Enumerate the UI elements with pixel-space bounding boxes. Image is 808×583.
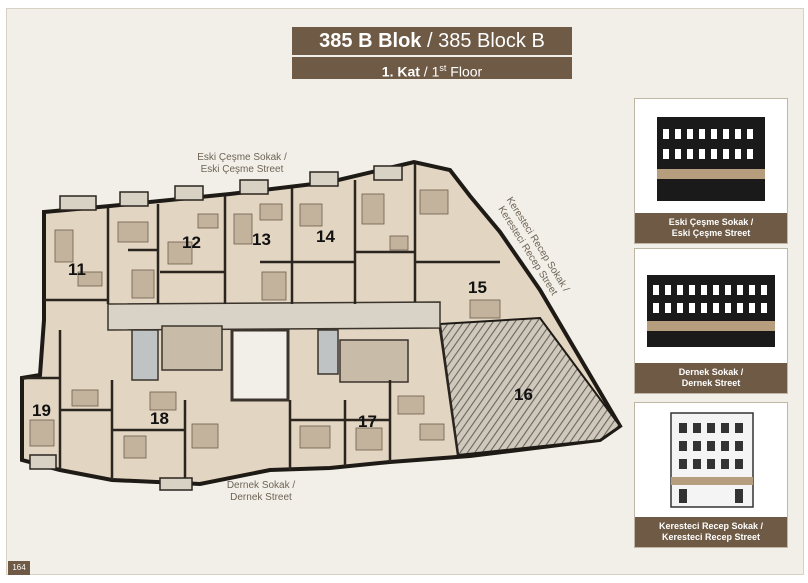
unit-number: 17 xyxy=(358,412,377,431)
street-bottom-line1: Dernek Sokak / xyxy=(226,480,296,491)
unit-number: 14 xyxy=(316,227,335,246)
floor-sep: / 1 xyxy=(419,63,440,80)
floor-bold: 1. Kat xyxy=(381,63,420,80)
unit-number: 12 xyxy=(182,233,201,252)
unit-number: 16 xyxy=(514,385,533,404)
elevation-thumb-eski-cesme: Eski Çeşme Sokak / Eski Çeşme Street xyxy=(634,98,788,244)
elevation-thumb-dernek: Dernek Sokak / Dernek Street xyxy=(634,248,788,394)
title-rest: / 385 Block B xyxy=(421,30,545,52)
light-well xyxy=(230,328,290,402)
thumb3-line2: Keresteci Recep Street xyxy=(661,532,761,542)
floor-rest: Floor xyxy=(446,63,483,80)
balconies xyxy=(29,165,403,491)
facade-image xyxy=(635,403,787,517)
corridor xyxy=(107,301,441,331)
thumb2-line1: Dernek Sokak / xyxy=(678,367,744,377)
stair-core-left xyxy=(161,325,223,371)
street-label-top: Eski Çeşme Sokak / Eski Çeşme Street xyxy=(182,152,302,176)
elevator-right xyxy=(317,329,339,375)
thumb3-line1: Keresteci Recep Sokak / xyxy=(658,521,764,531)
interior-walls xyxy=(22,164,500,484)
unit-number: 13 xyxy=(252,230,271,249)
stair-core-right xyxy=(339,339,409,383)
thumb-caption: Eski Çeşme Sokak / Eski Çeşme Street xyxy=(635,213,787,243)
thumb2-line2: Dernek Street xyxy=(681,378,741,388)
block-title: 385 B Blok / 385 Block B xyxy=(292,27,572,55)
street-label-bottom: Dernek Sokak / Dernek Street xyxy=(206,480,316,504)
thumb-caption: Keresteci Recep Sokak / Keresteci Recep … xyxy=(635,517,787,547)
unit-number: 11 xyxy=(68,260,86,279)
page-number: 164 xyxy=(8,561,30,575)
thumb1-line2: Eski Çeşme Street xyxy=(671,228,751,238)
street-top-line2: Eski Çeşme Street xyxy=(200,164,284,175)
thumb-caption: Dernek Sokak / Dernek Street xyxy=(635,363,787,393)
floor-sup: st xyxy=(439,63,447,73)
unit-number: 19 xyxy=(32,401,51,420)
unit-number: 15 xyxy=(468,278,487,297)
facade-image xyxy=(635,249,787,363)
elevation-thumb-keresteci-recep: Keresteci Recep Sokak / Keresteci Recep … xyxy=(634,402,788,548)
unit-number: 18 xyxy=(150,409,169,428)
street-top-line1: Eski Çeşme Sokak / xyxy=(197,152,287,163)
thumb1-line1: Eski Çeşme Sokak / xyxy=(668,217,754,227)
title-bold: 385 B Blok xyxy=(319,30,422,52)
elevator-left xyxy=(131,329,159,381)
facade-image xyxy=(635,99,787,213)
street-bottom-line2: Dernek Street xyxy=(230,492,292,503)
floor-title: 1. Kat / 1st Floor xyxy=(292,57,572,80)
furniture xyxy=(29,189,501,459)
